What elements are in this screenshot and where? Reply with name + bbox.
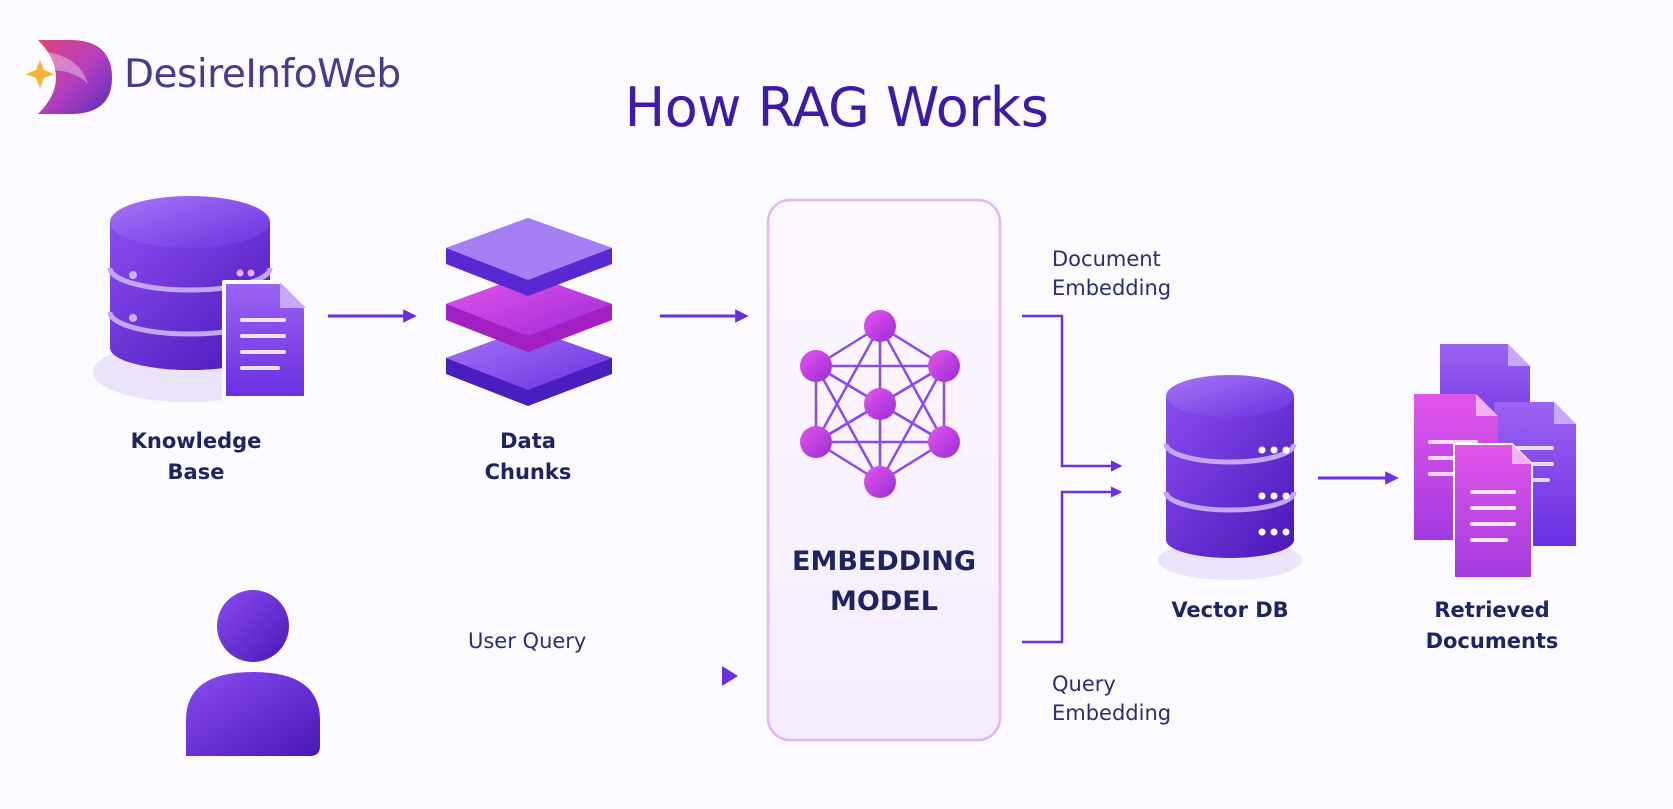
layers-icon — [446, 218, 612, 406]
query-embedding-label-line2: Embedding — [1052, 701, 1172, 725]
document-embedding-label: Document Embedding — [1052, 245, 1171, 303]
query-embedding-label-line1: Query — [1052, 672, 1116, 696]
document-embedding-label-line2: Embedding — [1052, 276, 1172, 300]
data-chunks-label-line1: Data — [500, 429, 556, 453]
data-chunks-label-line2: Chunks — [484, 460, 572, 484]
database-icon — [1158, 375, 1302, 580]
knowledge-base-label-line2: Base — [167, 460, 225, 484]
embedding-model-label-line2: MODEL — [830, 586, 938, 617]
knowledge-base-label-line1: Knowledge — [130, 429, 262, 453]
embedding-model-label: EMBEDDING MODEL — [768, 542, 1000, 622]
embedding-model-label-line1: EMBEDDING — [792, 546, 976, 577]
data-chunks-label: Data Chunks — [448, 426, 608, 488]
connector-document-embedding — [1022, 314, 1123, 472]
user-query-label: User Query — [468, 629, 587, 653]
user-icon — [186, 590, 320, 756]
page-title: How RAG Works — [624, 76, 1049, 139]
query-embedding-label: Query Embedding — [1052, 670, 1171, 728]
retrieved-documents-label: Retrieved Documents — [1412, 595, 1572, 657]
connector-query-embedding — [1022, 486, 1123, 644]
document-embedding-label-line1: Document — [1052, 247, 1161, 271]
brand-name: DesireInfoWeb — [124, 52, 401, 97]
vector-db-label: Vector DB — [1171, 598, 1289, 622]
logo-mark — [26, 40, 112, 114]
knowledge-base-label: Knowledge Base — [116, 426, 276, 488]
retrieved-documents-label-line1: Retrieved — [1434, 598, 1550, 622]
retrieved-documents-label-line2: Documents — [1425, 629, 1559, 653]
neural-network-nodes — [800, 310, 960, 498]
document-icon — [222, 280, 308, 400]
documents-icon — [1414, 344, 1576, 579]
arrow-user-query-head — [722, 666, 738, 686]
